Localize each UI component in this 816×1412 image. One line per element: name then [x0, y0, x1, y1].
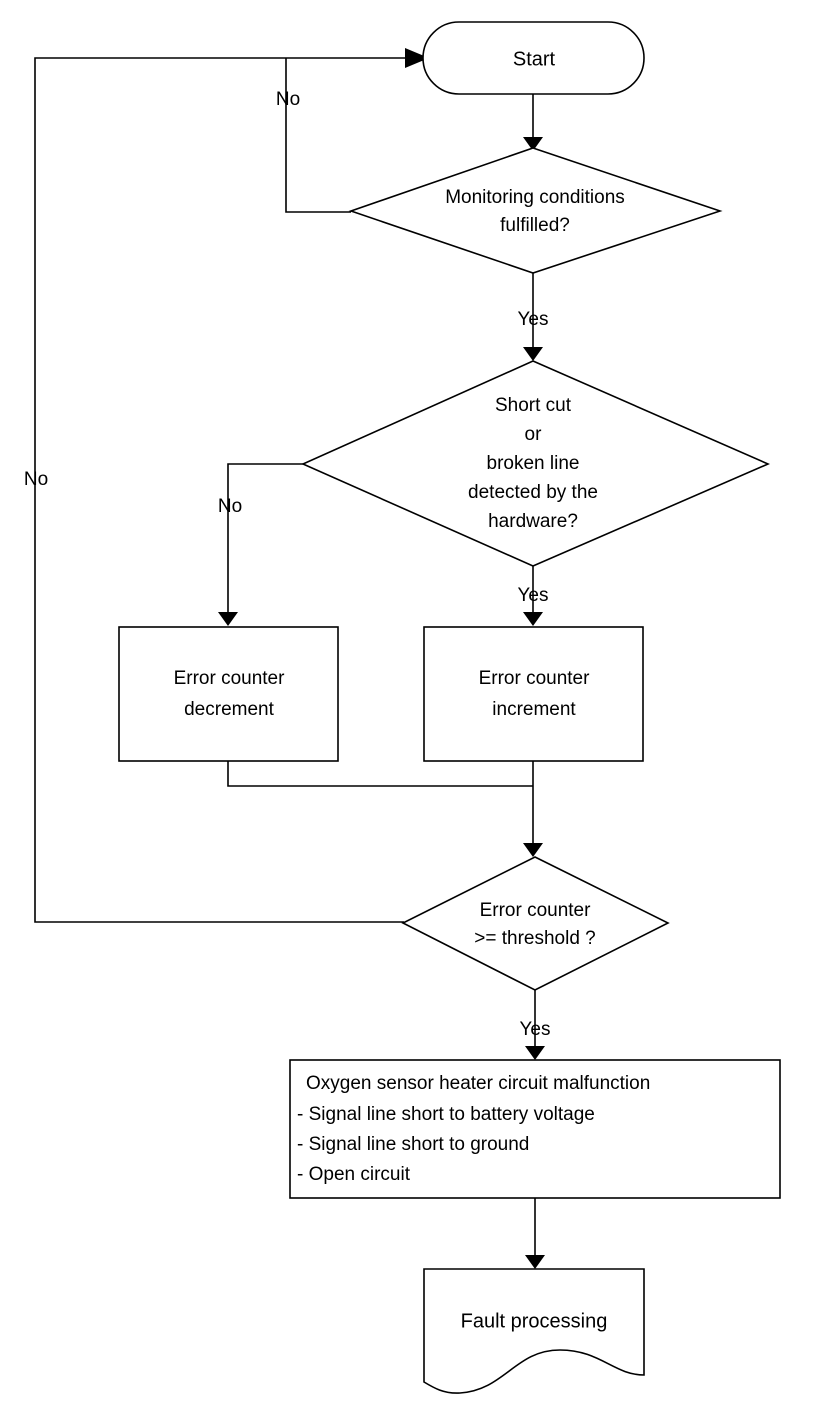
arrow-head-threshold — [523, 843, 543, 857]
fault-processing-document-shape — [423, 1268, 645, 1394]
connector-malfunction-to-fault — [525, 1198, 545, 1269]
fault-processing-label: Fault processing — [461, 1310, 608, 1332]
node-process-increment[interactable]: Error counter increment — [423, 626, 644, 762]
arrow-head-into-start — [405, 48, 429, 68]
threshold-line-2: >= threshold ? — [474, 928, 595, 949]
hardware-line-2: or — [525, 424, 543, 445]
hardware-diamond-shape — [301, 360, 771, 567]
edge-label-monitoring-yes: Yes — [518, 309, 549, 330]
malfunction-line-4: - Open circuit — [297, 1164, 411, 1185]
monitoring-line-2: fulfilled? — [500, 215, 570, 236]
threshold-line-1: Error counter — [480, 900, 592, 921]
edge-label-threshold-yes: Yes — [520, 1019, 551, 1040]
edge-label-monitoring-no: No — [276, 89, 300, 110]
arrow-head-fault-processing — [525, 1255, 545, 1269]
monitoring-line-1: Monitoring conditions — [445, 187, 625, 208]
start-oval-shape — [422, 21, 645, 95]
arrow-head-decrement — [218, 612, 238, 626]
increment-rect-shape — [423, 626, 644, 762]
node-start[interactable]: Start — [422, 21, 645, 95]
connector-threshold-no-loop — [34, 48, 429, 923]
hardware-line-5: hardware? — [488, 511, 578, 532]
connector-hardware-no — [218, 463, 303, 626]
hardware-line-3: broken line — [487, 453, 580, 474]
node-malfunction-box[interactable]: Oxygen sensor heater circuit malfunction… — [289, 1059, 781, 1199]
arrow-head-increment — [523, 612, 543, 626]
node-decision-monitoring[interactable]: Monitoring conditions fulfilled? — [348, 147, 723, 274]
node-decision-hardware[interactable]: Short cut or broken line detected by the… — [301, 360, 771, 567]
connector-start-to-monitoring — [523, 94, 543, 151]
start-label: Start — [513, 48, 556, 70]
malfunction-line-2: - Signal line short to battery voltage — [297, 1104, 595, 1125]
arrow-head-monitoring — [523, 137, 543, 151]
edge-label-hardware-yes: Yes — [518, 585, 549, 606]
connector-increment-to-threshold — [523, 761, 543, 857]
arrow-head-hardware — [523, 347, 543, 361]
arrow-head-malfunction — [525, 1046, 545, 1060]
node-process-decrement[interactable]: Error counter decrement — [118, 626, 339, 762]
decrement-rect-shape — [118, 626, 339, 762]
node-fault-processing[interactable]: Fault processing — [423, 1268, 645, 1394]
connector-monitoring-yes — [523, 272, 543, 361]
connector-hardware-yes — [523, 566, 543, 626]
hardware-line-1: Short cut — [495, 395, 572, 416]
decrement-line-1: Error counter — [174, 668, 286, 689]
connector-decrement-merge — [227, 761, 533, 787]
malfunction-line-3: - Signal line short to ground — [297, 1134, 529, 1155]
node-decision-threshold[interactable]: Error counter >= threshold ? — [401, 856, 670, 991]
increment-line-2: increment — [492, 699, 576, 720]
threshold-diamond-shape — [401, 856, 670, 991]
edge-label-hardware-no: No — [218, 496, 242, 517]
decrement-line-2: decrement — [184, 699, 274, 720]
monitoring-diamond-shape — [348, 147, 723, 274]
connector-monitoring-no-loop — [285, 58, 351, 213]
malfunction-line-1: Oxygen sensor heater circuit malfunction — [306, 1073, 650, 1094]
connector-threshold-yes — [525, 990, 545, 1060]
increment-line-1: Error counter — [479, 668, 591, 689]
edge-label-threshold-no: No — [24, 469, 48, 490]
hardware-line-4: detected by the — [468, 482, 598, 503]
malfunction-rect-shape — [289, 1059, 781, 1199]
